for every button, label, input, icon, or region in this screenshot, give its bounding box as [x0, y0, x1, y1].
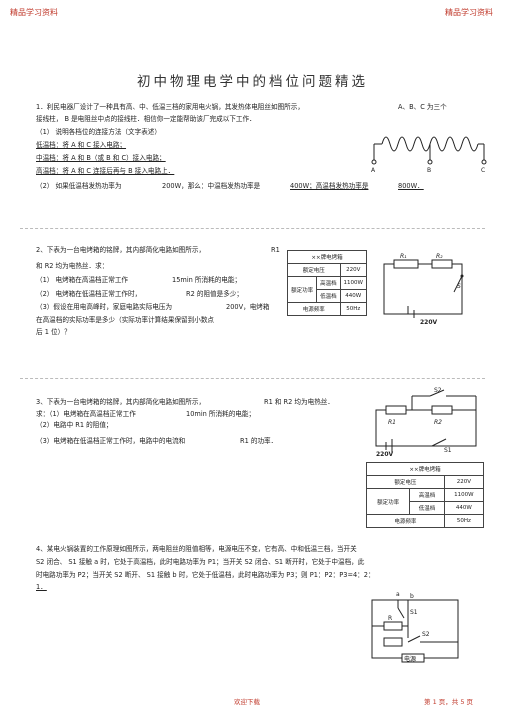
- q3-circuit: S2 R1 R2 S1 220V: [375, 387, 477, 458]
- q3-rated-voltage-label: 额定电压: [366, 475, 445, 489]
- q2-line1a: 2、下表为一台电烤箱的铭牌，其内部简化电路如图所示，: [36, 246, 206, 254]
- q1-line2: 接线柱， B 是电阻丝中点的接线柱．相信你一定能帮助该厂完成以下工作．: [36, 115, 256, 123]
- q2-r2-label: R₂: [436, 253, 443, 260]
- header-left: 精品学习资料: [10, 8, 58, 17]
- q4-r-label: R: [388, 615, 392, 622]
- q2-voltage-label: 220V: [420, 319, 438, 326]
- q1-low: 低温档：将 A 和 C 接入电路；: [36, 141, 127, 149]
- divider-1: [20, 228, 485, 229]
- q1-line1b: A、B、C 为三个: [398, 103, 447, 111]
- q1-line3: （1） 说明各档位的连接方法（文字表述）: [36, 128, 161, 136]
- q2-line4a: （2） 电烤箱在低温档正常工作时，: [36, 290, 142, 298]
- q4-line3: 时电路功率为 P2；当开关 S2 断开、 S1 接触 b 时，它处于低温档，此时…: [36, 571, 375, 579]
- header-right: 精品学习资料: [445, 8, 493, 17]
- q3-low-label: 低温档: [409, 501, 445, 515]
- q1-line7a: （2） 如果低温档发热功率为: [36, 182, 122, 190]
- q4-line1: 4、某电火锅装置的工作原理如图所示，两电阻丝的阻值相等，电源电压不变，它有高、中…: [36, 545, 357, 553]
- q4-line2: S2 闭合、 S1 接触 a 时，它处于高温档，此时电路功率为 P1；当开关 S…: [36, 558, 365, 566]
- q3-r2-label: R2: [434, 419, 442, 426]
- q3-s2-label: S2: [434, 387, 442, 394]
- q2-circuit: R₁ R₂ S 220V: [383, 253, 464, 326]
- q2-low-label: 低温档: [316, 289, 341, 303]
- q2-line6: 在高温档的实际功率是多少（实际功率计算结果保留到小数点: [36, 316, 215, 324]
- q4-s1-label: S1: [410, 609, 418, 616]
- footer-page: 第 1 页，共 5 页: [424, 698, 474, 706]
- q3-high-value: 1100W: [443, 488, 485, 502]
- q1-label-b: B: [427, 167, 431, 174]
- q2-high-value: 1100W: [339, 276, 368, 290]
- q3-high-label: 高温档: [409, 488, 445, 502]
- q3-line4a: （3）电烤箱在低温档正常工作时，电路中的电流和: [36, 437, 186, 445]
- q4-circuit: a b S1 R S2 电源: [371, 591, 459, 663]
- q3-rated-voltage: 220V: [443, 475, 485, 489]
- q2-rated-voltage: 220V: [339, 263, 368, 277]
- q2-line1b: R1: [271, 246, 280, 254]
- q2-freq-label: 电源频率: [287, 302, 341, 316]
- q3-line1b: R1 和 R2 均为电热丝．: [264, 398, 334, 406]
- q1-line1: 1．利民电器厂设计了一种具有高、中、低温三档的家用电火锅，其发热体电阻丝如图所示…: [36, 103, 304, 111]
- q4-line4: 1．: [36, 583, 47, 591]
- q1-line7c: 400W；高温档发热功率是: [290, 182, 369, 190]
- q2-line3a: （1） 电烤箱在高温档正常工作: [36, 276, 129, 284]
- q2-rated-power-label: 额定功率: [286, 276, 318, 303]
- q3-voltage-label: 220V: [376, 451, 394, 458]
- q3-r1-label: R1: [388, 419, 396, 426]
- page-title: 初中物理电学中的档位问题精选: [137, 74, 368, 90]
- q3-rated-power-label: 额定功率: [365, 488, 411, 515]
- divider-2: [20, 378, 485, 379]
- q2-freq-value: 50Hz: [339, 302, 368, 316]
- q3-line4b: R1 的功率．: [240, 437, 278, 445]
- q1-label-c: C: [481, 167, 485, 174]
- q2-line3b: 15min 所消耗的电能；: [172, 276, 242, 284]
- q1-high: 高温档：将 A 和 C 连接后再与 B 接入电路上．: [36, 167, 175, 175]
- q2-low-value: 440W: [339, 289, 368, 303]
- q4-source-label: 电源: [404, 655, 416, 663]
- q2-line2: 和 R2 均为电热丝．求：: [36, 262, 109, 270]
- q2-table-title: ××牌电烤箱: [287, 250, 367, 264]
- q3-freq-label: 电源频率: [366, 514, 445, 528]
- q2-line7: 后 1 位）？: [36, 328, 71, 336]
- q3-line3: （2）电路中 R1 的阻值；: [36, 421, 113, 429]
- q2-high-label: 高温档: [316, 276, 341, 290]
- q2-line5a: （3）假设在用电高峰时，家庭电路实际电压为: [36, 303, 173, 311]
- q3-line2b: 10min 所消耗的电能；: [186, 410, 256, 418]
- q2-rated-voltage-label: 额定电压: [287, 263, 341, 277]
- q3-line1a: 3、下表为一台电烤箱的铭牌，其内部简化电路如图所示，: [36, 398, 206, 406]
- q2-line5b: 200V，电烤箱: [226, 303, 270, 311]
- q1-mid: 中温档：将 A 和 B（或 B 和 C）接入电路；: [36, 154, 166, 162]
- q1-line7d: 800W．: [398, 182, 424, 190]
- q3-table-title: ××牌电烤箱: [366, 462, 484, 476]
- q2-line4b: R2 的阻值是多少；: [186, 290, 244, 298]
- q3-s1-label: S1: [444, 447, 452, 454]
- q3-line2a: 求：（1）电烤箱在高温档正常工作: [36, 410, 136, 418]
- q1-coil-diagram: A B C: [371, 136, 487, 174]
- q3-freq-value: 50Hz: [443, 514, 485, 528]
- q4-b-label: b: [410, 593, 414, 600]
- q1-label-a: A: [371, 167, 376, 174]
- q2-s-label: S: [457, 283, 461, 290]
- q4-a-label: a: [396, 591, 400, 598]
- footer-center: 欢迎下载: [234, 698, 260, 706]
- q1-line7b: 200W，那么：中温档发热功率是: [162, 182, 261, 190]
- q2-r1-label: R₁: [400, 253, 407, 260]
- q4-s2-label: S2: [422, 631, 430, 638]
- q3-low-value: 440W: [443, 501, 485, 515]
